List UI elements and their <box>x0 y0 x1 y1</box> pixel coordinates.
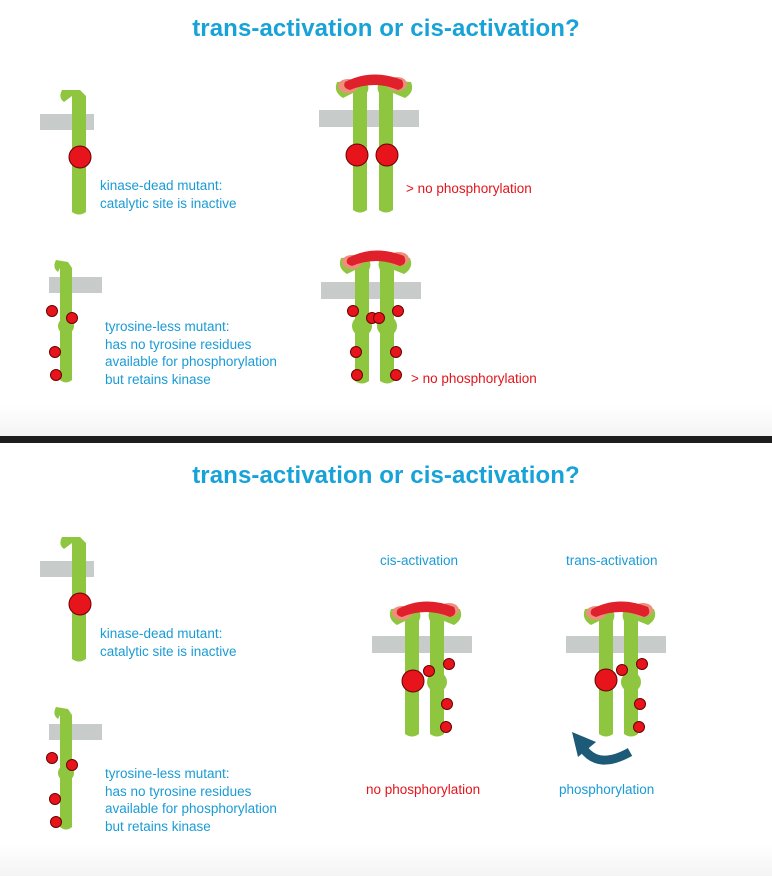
label-line: available for phosphorylation <box>105 354 277 369</box>
phospho-site-icon <box>636 658 648 670</box>
membrane <box>49 724 102 740</box>
phospho-site-icon <box>50 816 62 828</box>
receptor-dimer-right-icon <box>428 607 462 737</box>
top-dimer2-result: > no phosphorylation <box>411 371 537 386</box>
phospho-site-icon <box>347 305 359 317</box>
phospho-site-icon <box>390 369 402 381</box>
top-tyrosine-less-label: tyrosine-less mutant: has no tyrosine re… <box>105 318 277 388</box>
phospho-site-icon <box>594 668 618 692</box>
receptor-dimer-right-icon <box>622 607 656 737</box>
bottom-panel-shade <box>0 844 772 876</box>
phospho-site-icon <box>49 793 61 805</box>
top-tyrosine-less-dimer <box>321 250 421 384</box>
trans-activation-header: trans-activation <box>566 553 658 568</box>
label-line: available for phosphorylation <box>105 801 277 816</box>
phospho-site-icon <box>423 665 435 677</box>
ligand-icon <box>346 250 406 266</box>
receptor-dimer-right-icon <box>377 80 413 213</box>
phospho-site-icon <box>66 312 78 324</box>
phospho-site-icon <box>634 698 646 710</box>
phospho-site-icon <box>350 346 362 358</box>
ligand-icon <box>396 601 456 617</box>
bottom-title: trans-activation or cis-activation? <box>192 462 580 489</box>
phospho-site-icon <box>390 346 402 358</box>
top-panel-shade <box>0 405 772 437</box>
phospho-site-icon <box>46 752 58 764</box>
curved-arrow-icon <box>579 745 633 765</box>
phospho-site-icon <box>633 721 645 733</box>
receptor-dimer-left-icon <box>389 607 421 737</box>
panel-divider <box>0 436 772 443</box>
bottom-tyrosine-less-label: tyrosine-less mutant: has no tyrosine re… <box>105 765 277 835</box>
cis-activation-dimer <box>372 601 472 737</box>
trans-activation-dimer <box>566 601 666 765</box>
top-tyrosine-less-receptor <box>46 260 102 383</box>
receptor-dimer-left-icon <box>335 80 369 213</box>
phospho-site-icon <box>616 664 628 676</box>
label-line: has no tyrosine residues <box>105 336 252 352</box>
phospho-site-icon <box>441 698 453 710</box>
label-line: has no tyrosine residues <box>105 783 252 799</box>
phospho-site-icon <box>66 759 78 771</box>
phospho-site-icon <box>373 312 385 324</box>
top-dimer1-result: > no phosphorylation <box>406 181 532 196</box>
label-line: kinase-dead mutant: <box>100 178 223 193</box>
membrane <box>566 636 666 653</box>
phospho-site-icon <box>345 143 369 167</box>
top-kinase-dead-dimer <box>319 74 419 213</box>
label-line: but retains kinase <box>105 818 211 834</box>
phospho-site-icon <box>68 145 92 169</box>
label-line: tyrosine-less mutant: <box>105 319 230 334</box>
label-line: catalytic site is inactive <box>100 195 237 211</box>
ligand-icon <box>590 601 650 617</box>
label-line: kinase-dead mutant: <box>100 626 223 641</box>
phospho-site-icon <box>46 305 58 317</box>
cis-activation-header: cis-activation <box>380 553 459 568</box>
label-line: but retains kinase <box>105 371 211 387</box>
ligand-icon <box>344 74 404 90</box>
bottom-kinase-dead-receptor <box>40 537 94 662</box>
receptor-dimer-right-icon <box>378 256 412 384</box>
cis-result: no phosphorylation <box>366 782 481 797</box>
top-kinase-dead-label: kinase-dead mutant: catalytic site is in… <box>100 177 237 212</box>
phospho-site-icon <box>50 369 62 381</box>
membrane <box>319 110 419 127</box>
phospho-site-icon <box>392 305 404 317</box>
label-line: catalytic site is inactive <box>100 643 237 659</box>
phospho-site-icon <box>440 721 452 733</box>
phospho-site-icon <box>401 669 425 693</box>
membrane <box>321 282 421 299</box>
membrane <box>49 277 102 293</box>
phospho-site-icon <box>351 369 363 381</box>
top-title: trans-activation or cis-activation? <box>192 15 580 42</box>
phospho-site-icon <box>443 658 455 670</box>
trans-result: phosphorylation <box>559 782 655 797</box>
phospho-site-icon <box>375 143 399 167</box>
label-line: tyrosine-less mutant: <box>105 766 230 781</box>
bottom-kinase-dead-label: kinase-dead mutant: catalytic site is in… <box>100 625 237 660</box>
phospho-site-icon <box>68 592 92 616</box>
membrane <box>372 636 472 653</box>
phospho-site-icon <box>49 346 61 358</box>
bottom-tyrosine-less-receptor <box>46 707 102 830</box>
curved-arrow-head-icon <box>572 732 596 757</box>
top-kinase-dead-receptor <box>40 90 94 215</box>
